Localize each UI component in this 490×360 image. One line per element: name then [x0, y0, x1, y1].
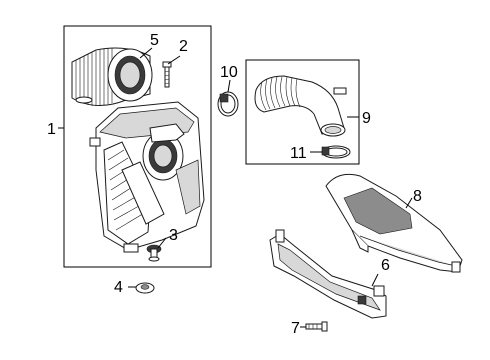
inlet-duct-part-8: [325, 173, 463, 273]
callout-11: 11: [290, 145, 307, 162]
assembly-box: [63, 25, 212, 268]
callout-10: 10: [220, 64, 238, 81]
bracket-part-6: [269, 229, 387, 319]
leader-lines: [58, 47, 413, 328]
callout-2: 2: [179, 38, 188, 55]
callout-9: 9: [362, 110, 371, 127]
duct-box: [245, 59, 360, 165]
air-cleaner-housing: [89, 101, 205, 253]
callout-1: 1: [47, 121, 56, 138]
intake-duct: [254, 75, 347, 137]
bolt-part-2: [162, 61, 172, 88]
grommet-part-3: [146, 244, 162, 262]
clamp-part-10: [217, 91, 239, 117]
callout-7: 7: [291, 320, 300, 337]
callout-5: 5: [150, 32, 159, 49]
callout-3: 3: [169, 227, 178, 244]
callout-6: 6: [381, 257, 390, 274]
isolator-part-4: [135, 282, 155, 294]
bolt-part-7: [305, 321, 328, 332]
callout-4: 4: [114, 279, 123, 296]
air-filter-element: [71, 47, 153, 106]
clamp-part-11: [321, 145, 351, 159]
callout-8: 8: [413, 188, 422, 205]
